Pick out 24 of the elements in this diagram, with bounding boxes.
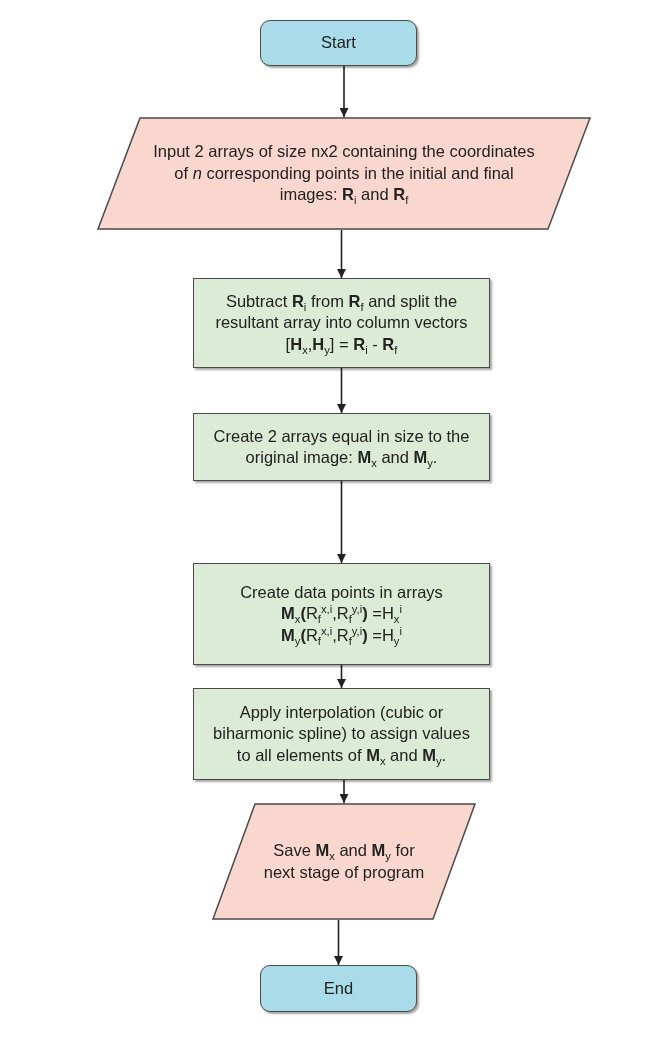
node-text: End xyxy=(323,977,354,999)
arrow xyxy=(337,367,346,414)
terminator-box xyxy=(260,20,417,66)
arrow xyxy=(339,779,349,804)
arrow xyxy=(337,229,346,279)
terminator-box xyxy=(260,965,417,1012)
node-text: Input 2 arrays of size nx2 containing the coordinates of n corresponding points in the initial and final images: R$_{i}$ and R$_{f}$ xyxy=(152,141,536,206)
arrow xyxy=(339,65,349,118)
input-output-parallelogram xyxy=(213,803,475,920)
node-text: [H$_{x}$,H$_{y}$] = R$_{i}$ - R$_{f}$ xyxy=(285,333,398,356)
process-box xyxy=(193,563,490,665)
process-box xyxy=(193,278,490,368)
node-text: Create 2 arrays equal in size to the original image: M$_{x}$ and M$_{y}$. xyxy=(212,425,471,469)
node-text: Start xyxy=(321,32,356,54)
node-text: Create data points in arrays xyxy=(240,581,443,603)
node-text: Apply interpolation (cubic or biharmonic spline) to assign values to all elements of M$_{x}$ and M$_{y}$. xyxy=(212,701,471,767)
node-text: Save M$_{x}$ and M$_{y}$ for next stage of program xyxy=(263,840,425,883)
process-box xyxy=(193,688,490,780)
arrow xyxy=(337,480,346,564)
arrow xyxy=(334,919,343,966)
node-text: Subtract R$_{i}$ from R$_{f}$ and split the resultant array into column vectors xyxy=(214,290,469,334)
process-box xyxy=(193,413,490,481)
arrow xyxy=(337,664,346,689)
input-output-parallelogram xyxy=(98,117,590,230)
